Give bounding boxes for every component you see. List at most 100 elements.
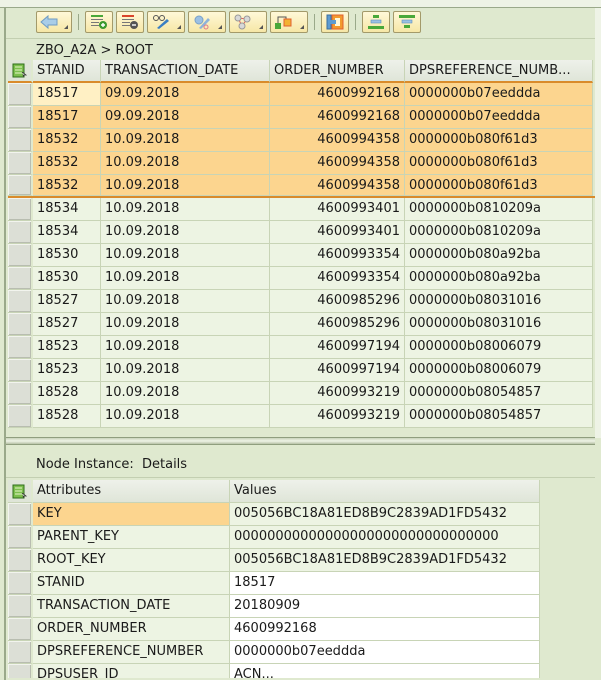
- cell-transaction-date[interactable]: 10.09.2018: [101, 152, 270, 175]
- cell-transaction-date[interactable]: 09.09.2018: [101, 83, 270, 106]
- cell-stanid[interactable]: 18530: [33, 244, 101, 267]
- cell-transaction-date[interactable]: 09.09.2018: [101, 106, 270, 129]
- cell-transaction-date[interactable]: 10.09.2018: [101, 244, 270, 267]
- cell-transaction-date[interactable]: 10.09.2018: [101, 175, 270, 196]
- row-selector[interactable]: [8, 359, 33, 382]
- row-selector[interactable]: [8, 106, 33, 129]
- pane-splitter[interactable]: [6, 437, 595, 445]
- cell-stanid[interactable]: 18532: [33, 129, 101, 152]
- cell-order-number[interactable]: 4600993354: [270, 267, 405, 290]
- association-button[interactable]: [229, 11, 267, 33]
- save-button[interactable]: [321, 11, 349, 33]
- cell-dpsreference-number[interactable]: 0000000b08031016: [405, 290, 593, 313]
- cell-transaction-date[interactable]: 10.09.2018: [101, 336, 270, 359]
- table-row[interactable]: 18528 10.09.2018 4600993219 0000000b0805…: [8, 382, 595, 405]
- align-bottom-button[interactable]: [362, 11, 390, 33]
- cell-dpsreference-number[interactable]: 0000000b08006079: [405, 336, 593, 359]
- table-row[interactable]: 18530 10.09.2018 4600993354 0000000b080a…: [8, 267, 595, 290]
- cell-order-number[interactable]: 4600993401: [270, 221, 405, 244]
- table-row[interactable]: 18532 10.09.2018 4600994358 0000000b080f…: [8, 152, 595, 175]
- table-row[interactable]: 18527 10.09.2018 4600985296 0000000b0803…: [8, 313, 595, 336]
- row-selector[interactable]: [8, 641, 33, 664]
- details-row[interactable]: ROOT_KEY 005056BC18A81ED8B9C2839AD1FD543…: [8, 549, 548, 572]
- cell-dpsreference-number[interactable]: 0000000b080f61d3: [405, 129, 593, 152]
- cell-stanid[interactable]: 18528: [33, 382, 101, 405]
- column-header-dpsreference-number[interactable]: DPSREFERENCE_NUMB...: [405, 60, 593, 83]
- row-selector[interactable]: [8, 129, 33, 152]
- table-row[interactable]: 18517 09.09.2018 4600992168 0000000b07ee…: [8, 83, 595, 106]
- cell-stanid[interactable]: 18527: [33, 313, 101, 336]
- cell-dpsreference-number[interactable]: 0000000b08054857: [405, 405, 593, 428]
- details-row[interactable]: DPSUSER_ID ACN...: [8, 664, 548, 678]
- cell-stanid[interactable]: 18523: [33, 359, 101, 382]
- cell-order-number[interactable]: 4600992168: [270, 83, 405, 106]
- table-row[interactable]: 18534 10.09.2018 4600993401 0000000b0810…: [8, 198, 595, 221]
- details-row[interactable]: PARENT_KEY 00000000000000000000000000000…: [8, 526, 548, 549]
- row-selector[interactable]: [8, 526, 33, 549]
- cell-stanid[interactable]: 18530: [33, 267, 101, 290]
- cell-order-number[interactable]: 4600985296: [270, 290, 405, 313]
- cell-transaction-date[interactable]: 10.09.2018: [101, 221, 270, 244]
- column-header-values[interactable]: Values: [230, 480, 540, 503]
- column-header-stanid[interactable]: STANID: [33, 60, 101, 83]
- cell-dpsreference-number[interactable]: 0000000b07eeddda: [405, 106, 593, 129]
- row-selector[interactable]: [8, 267, 33, 290]
- cell-stanid[interactable]: 18532: [33, 152, 101, 175]
- delete-row-button[interactable]: [116, 11, 144, 33]
- row-selector[interactable]: [8, 290, 33, 313]
- row-selector[interactable]: [8, 572, 33, 595]
- cell-order-number[interactable]: 4600993401: [270, 198, 405, 221]
- row-selector[interactable]: [8, 175, 33, 196]
- cell-transaction-date[interactable]: 10.09.2018: [101, 129, 270, 152]
- row-selector[interactable]: [8, 152, 33, 175]
- row-selector[interactable]: [8, 244, 33, 267]
- cell-order-number[interactable]: 4600992168: [270, 106, 405, 129]
- cell-order-number[interactable]: 4600997194: [270, 336, 405, 359]
- row-selector[interactable]: [8, 313, 33, 336]
- table-row[interactable]: 18528 10.09.2018 4600993219 0000000b0805…: [8, 405, 595, 428]
- details-row[interactable]: DPSREFERENCE_NUMBER 0000000b07eeddda: [8, 641, 548, 664]
- row-selector[interactable]: [8, 382, 33, 405]
- row-selector[interactable]: [8, 618, 33, 641]
- cell-stanid[interactable]: 18527: [33, 290, 101, 313]
- details-row[interactable]: ORDER_NUMBER 4600992168: [8, 618, 548, 641]
- table-row[interactable]: 18517 09.09.2018 4600992168 0000000b07ee…: [8, 106, 595, 129]
- action-button[interactable]: [188, 11, 226, 33]
- cell-transaction-date[interactable]: 10.09.2018: [101, 198, 270, 221]
- cell-transaction-date[interactable]: 10.09.2018: [101, 405, 270, 428]
- row-selector[interactable]: [8, 83, 33, 106]
- cell-dpsreference-number[interactable]: 0000000b07eeddda: [405, 83, 593, 106]
- row-selector[interactable]: [8, 221, 33, 244]
- cell-dpsreference-number[interactable]: 0000000b0810209a: [405, 221, 593, 244]
- cell-dpsreference-number[interactable]: 0000000b0810209a: [405, 198, 593, 221]
- cell-order-number[interactable]: 4600994358: [270, 175, 405, 196]
- cell-order-number[interactable]: 4600993219: [270, 382, 405, 405]
- cell-dpsreference-number[interactable]: 0000000b08006079: [405, 359, 593, 382]
- row-selector[interactable]: [8, 336, 33, 359]
- table-row[interactable]: 18532 10.09.2018 4600994358 0000000b080f…: [8, 175, 595, 198]
- row-selector[interactable]: [8, 503, 33, 526]
- row-selector[interactable]: [8, 549, 33, 572]
- cell-stanid[interactable]: 18517: [33, 83, 101, 106]
- details-row[interactable]: STANID 18517: [8, 572, 548, 595]
- cell-order-number[interactable]: 4600993219: [270, 405, 405, 428]
- select-all-button[interactable]: [8, 60, 33, 83]
- column-header-attributes[interactable]: Attributes: [33, 480, 230, 503]
- cell-dpsreference-number[interactable]: 0000000b080f61d3: [405, 175, 593, 196]
- cell-stanid[interactable]: 18534: [33, 221, 101, 244]
- table-row[interactable]: 18530 10.09.2018 4600993354 0000000b080a…: [8, 244, 595, 267]
- details-row[interactable]: KEY 005056BC18A81ED8B9C2839AD1FD5432: [8, 503, 548, 526]
- cell-dpsreference-number[interactable]: 0000000b080a92ba: [405, 244, 593, 267]
- cell-order-number[interactable]: 4600985296: [270, 313, 405, 336]
- cell-dpsreference-number[interactable]: 0000000b080a92ba: [405, 267, 593, 290]
- table-row[interactable]: 18527 10.09.2018 4600985296 0000000b0803…: [8, 290, 595, 313]
- table-row[interactable]: 18534 10.09.2018 4600993401 0000000b0810…: [8, 221, 595, 244]
- column-header-order-number[interactable]: ORDER_NUMBER: [270, 60, 405, 83]
- row-selector[interactable]: [8, 664, 33, 678]
- details-row[interactable]: TRANSACTION_DATE 20180909: [8, 595, 548, 618]
- query-button[interactable]: [270, 11, 308, 33]
- table-row[interactable]: 18523 10.09.2018 4600997194 0000000b0800…: [8, 359, 595, 382]
- row-selector[interactable]: [8, 405, 33, 428]
- cell-order-number[interactable]: 4600997194: [270, 359, 405, 382]
- cell-order-number[interactable]: 4600994358: [270, 152, 405, 175]
